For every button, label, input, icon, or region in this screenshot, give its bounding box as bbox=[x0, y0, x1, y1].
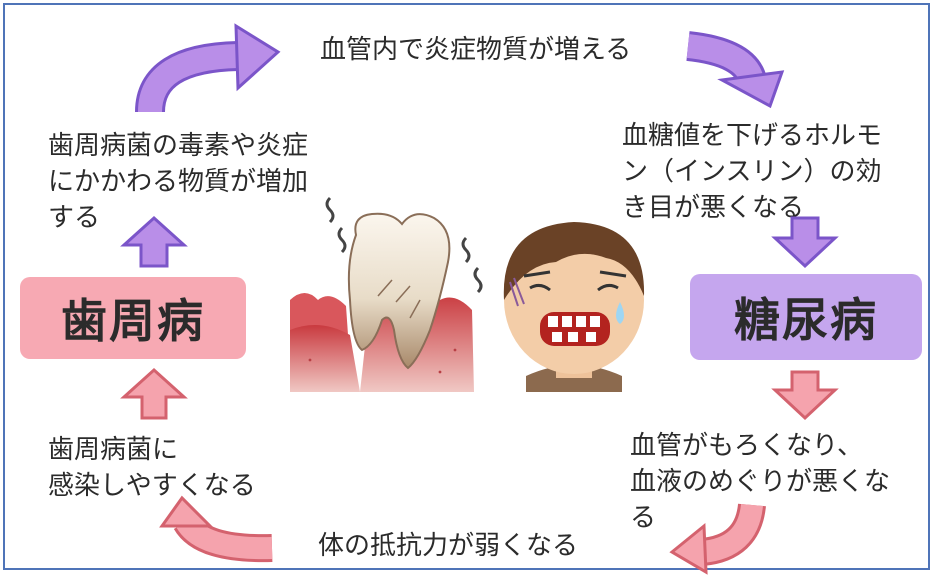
arrow-up-pink bbox=[124, 370, 184, 418]
arrow-up-purple bbox=[124, 218, 184, 266]
curved-arrow-top-right bbox=[688, 46, 782, 106]
arrow-down-purple bbox=[775, 218, 835, 266]
arrow-down-pink bbox=[775, 372, 835, 418]
curved-arrow-bottom-left bbox=[162, 498, 272, 548]
tooth-icon bbox=[290, 198, 481, 392]
curved-arrow-bottom-right bbox=[672, 505, 752, 572]
curved-arrow-top-left bbox=[150, 26, 278, 112]
worried-man-icon bbox=[504, 222, 644, 392]
